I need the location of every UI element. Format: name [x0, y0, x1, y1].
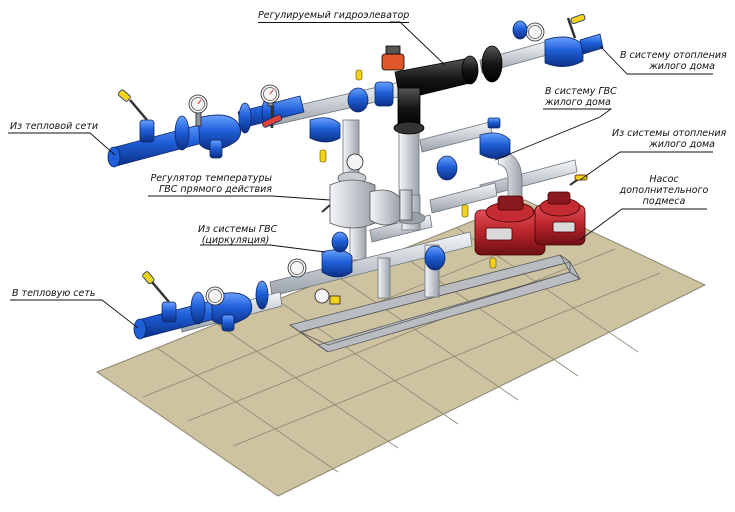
pump-2-motor-cap	[547, 191, 571, 205]
label-to-heat-network: В тепловую сеть	[12, 288, 95, 299]
label-pump-line2: дополнительного	[619, 185, 709, 196]
regulator-body	[329, 179, 376, 229]
label-from-heating-line2: жилого дома	[649, 139, 715, 150]
supply-strainer-drain	[209, 139, 223, 159]
label-from-dhw: Из системы ГВС (циркуляция)	[198, 224, 278, 246]
return-gauges	[205, 258, 341, 306]
leader-lines	[8, 21, 713, 329]
leader-temp-regulator	[148, 195, 331, 201]
label-from-heat-network: Из тепловой сети	[10, 121, 98, 132]
label-from-dhw-line2: (циркуляция)	[201, 235, 270, 246]
label-pump-line1: Насос	[649, 174, 679, 185]
heating-outlet-assembly	[512, 13, 604, 67]
label-from-dhw-line1: Из системы ГВС	[198, 224, 278, 235]
heating-outlet-fitting	[512, 20, 528, 40]
hydroelevator-cone	[481, 45, 503, 83]
supply-flange-2	[238, 102, 252, 134]
supply-ball-valve	[139, 119, 155, 143]
lower-fitting	[424, 245, 446, 271]
leader-to-heat-network	[10, 299, 139, 329]
label-hydroelevator: Регулируемый гидроэлеватор	[258, 10, 410, 23]
label-to-heat-network-text: В тепловую сеть	[12, 288, 96, 299]
label-to-dhw-line2: жилого дома	[545, 97, 611, 108]
label-pump: Насос дополнительного подмеса	[618, 174, 710, 207]
label-from-heating: Из системы отопления жилого дома	[612, 128, 727, 150]
supply-valve-handle	[129, 99, 148, 121]
regulator-thermometer	[346, 153, 364, 171]
return-outlet-pipe-end	[133, 318, 147, 340]
yellow-handles	[319, 69, 497, 269]
label-to-heating-line2: жилого дома	[649, 61, 715, 72]
leader-to-heating	[599, 45, 713, 75]
return-ball-valve	[161, 301, 177, 323]
pump-valve-handle	[574, 174, 588, 181]
thermometer-1	[314, 288, 330, 304]
elevator-inlet-block	[374, 81, 394, 107]
heating-outlet-handle	[570, 13, 586, 25]
hydroelevator	[381, 45, 503, 135]
return-flange-1	[190, 291, 206, 325]
elevator-inlet-fitting	[347, 87, 369, 113]
label-from-heat-network-text: Из тепловой сети	[10, 121, 99, 132]
temperature-regulator	[321, 153, 413, 229]
label-from-heating-line1: Из системы отопления	[612, 128, 727, 139]
supply-strainer	[197, 114, 242, 151]
hydroelevator-actuator-cap	[385, 45, 401, 55]
supply-handle-2-grip	[261, 114, 283, 128]
heating-return-fitting	[436, 155, 458, 181]
return-flange-2	[255, 280, 269, 310]
leader-from-heat-network	[8, 132, 116, 156]
elevator-inlet-valve	[309, 117, 341, 143]
dhw-circ-valve	[321, 249, 353, 278]
leader-from-heating	[579, 151, 713, 181]
floor	[95, 199, 707, 497]
label-temp-regulator-line1: Регулятор температуры	[150, 173, 272, 184]
pipe-lower-header	[269, 231, 473, 297]
floor-slab	[95, 199, 707, 497]
label-hydroelevator-text: Регулируемый гидроэлеватор	[258, 10, 410, 23]
pipe-pump-header	[429, 182, 498, 214]
return-strainer-drain	[221, 314, 235, 332]
mid-blue-valves	[309, 81, 511, 181]
pump-1-terminal-box	[485, 227, 513, 241]
return-valve-handle	[151, 281, 170, 303]
yellow-fitting	[329, 295, 341, 305]
label-temp-regulator: Регулятор температуры ГВС прямого действ…	[140, 173, 272, 195]
leader-to-dhw	[494, 108, 613, 161]
label-to-heating-line1: В систему отопления	[620, 50, 727, 61]
label-to-dhw: В систему ГВС жилого дома	[545, 86, 617, 108]
label-pump-line3: подмеса	[642, 196, 686, 207]
leader-hydroelevator	[390, 21, 446, 66]
heating-outlet-pipe	[579, 33, 604, 55]
supply-flange-1	[174, 115, 190, 151]
dhw-outlet-valve	[479, 132, 511, 159]
pump-2-terminal-box	[552, 221, 576, 233]
leader-from-dhw	[200, 244, 326, 253]
label-to-dhw-line1: В систему ГВС	[545, 86, 617, 97]
pipe-frame-leg-2	[377, 257, 391, 299]
regulator-sensor	[399, 189, 413, 221]
label-temp-regulator-line2: ГВС прямого действия	[158, 184, 272, 195]
supply-valve-handle-grip	[117, 89, 131, 102]
supply-gauges	[188, 84, 280, 127]
label-to-heating: В систему отопления жилого дома	[620, 50, 727, 72]
circulation-pumps	[474, 174, 588, 256]
return-valve-handle-grip	[142, 271, 155, 285]
leader-pump	[579, 208, 707, 241]
dhw-circ-fitting	[331, 231, 349, 253]
regulator-valve	[369, 189, 401, 226]
pump-1-motor-cap	[497, 195, 524, 211]
hydroelevator-flange-right	[461, 55, 479, 85]
return-line-assembly	[133, 231, 446, 340]
hydroelevator-actuator	[381, 53, 405, 71]
hydroelevator-neck-flange	[393, 121, 425, 135]
heating-outlet-valve	[544, 36, 584, 67]
